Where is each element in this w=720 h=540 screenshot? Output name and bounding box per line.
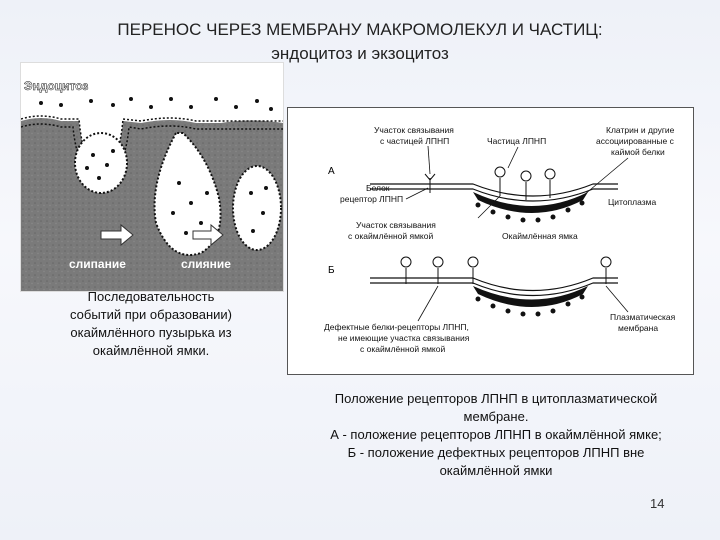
label-a: А [328, 166, 335, 177]
slide-title-line2: эндоцитоз и экзоцитоз [271, 44, 449, 63]
label-clathrin-line2: ассоциированные с [596, 136, 675, 146]
coated-pit-a [473, 192, 588, 213]
label-defective-line2: не имеющие участка связывания [338, 333, 470, 343]
right-caption-line1: Положение рецепторов ЛПНП в цитоплазмати… [334, 391, 658, 406]
membrane-b [370, 277, 618, 297]
coated-pit-b [473, 286, 588, 307]
label-defective-line3: с окаймлённой ямкой [360, 344, 445, 354]
left-caption-line2: событий при образовании) [70, 307, 232, 322]
receptors-a [424, 166, 556, 200]
right-caption-line5: окаймлённой ямки [439, 463, 553, 478]
label-plasma-membrane-line1: Плазматическая [610, 312, 676, 322]
endocytosis-figure: Эндоцитоз слипание слияние [20, 62, 284, 292]
arrow-right-1 [100, 223, 134, 247]
label-clathrin-line3: каймой белки [611, 147, 665, 157]
left-caption-line3: окаймлённого пузырька из [70, 325, 232, 340]
vesicle-3 [232, 165, 282, 251]
label-budding: слипание [69, 257, 126, 271]
label-fusion: слияние [181, 257, 231, 271]
endocytosis-illustration: Эндоцитоз слипание слияние [20, 79, 283, 291]
label-b: Б [328, 265, 335, 276]
membrane-a [370, 183, 618, 202]
right-caption: Положение рецепторов ЛПНП в цитоплазмати… [287, 390, 705, 480]
page-number: 14 [650, 496, 665, 511]
vesicle-2 [153, 132, 222, 256]
label-receptor-line1: Белок- [366, 183, 393, 193]
label-ldl-particle: Частица ЛПНП [487, 136, 546, 146]
left-caption: Последовательность событий при образован… [20, 288, 282, 360]
leader-lines-b [417, 285, 629, 322]
label-defective-line1: Дефектные белки-рецепторы ЛПНП, [324, 322, 469, 332]
arrow-right-2 [192, 223, 224, 247]
label-binding-site2-line1: Участок связывания [356, 220, 436, 230]
label-clathrin-line1: Клатрин и другие [606, 125, 675, 135]
label-cytoplasm: Цитоплазма [608, 197, 656, 207]
slide-title: ПЕРЕНОС ЧЕРЕЗ МЕМБРАНУ МАКРОМОЛЕКУЛ И ЧА… [0, 18, 720, 66]
receptors-b [400, 256, 612, 284]
ldl-receptor-figure: Участок связывания с частицей ЛПНП Части… [287, 107, 694, 375]
right-caption-line3: А - положение рецепторов ЛПНП в окаймлён… [330, 427, 662, 442]
particles [39, 97, 273, 235]
ldl-receptor-illustration: Участок связывания с частицей ЛПНП Части… [324, 125, 676, 354]
right-caption-line4: Б - положение дефектных рецепторов ЛПНП … [347, 445, 645, 460]
right-caption-line2: мембране. [463, 409, 529, 424]
clathrin-dots-b [475, 294, 585, 317]
label-binding-site-line2: с частицей ЛПНП [380, 136, 449, 146]
label-plasma-membrane-line2: мембрана [618, 323, 658, 333]
label-receptor-line2: рецептор ЛПНП [340, 194, 403, 204]
left-caption-line1: Последовательность [87, 289, 215, 304]
clathrin-dots-a [475, 200, 585, 223]
label-binding-site-line1: Участок связывания [374, 125, 454, 135]
label-endocytosis: Эндоцитоз [24, 79, 88, 93]
label-binding-site2-line2: с окаймлённой ямкой [348, 231, 433, 241]
left-caption-line4: окаймлённой ямки. [92, 343, 210, 358]
slide-title-line1: ПЕРЕНОС ЧЕРЕЗ МЕМБРАНУ МАКРОМОЛЕКУЛ И ЧА… [117, 20, 603, 39]
label-coated-pit: Окаймлённая ямка [502, 231, 578, 241]
coated-pit-1 [74, 132, 128, 194]
leader-lines-a [405, 145, 629, 219]
